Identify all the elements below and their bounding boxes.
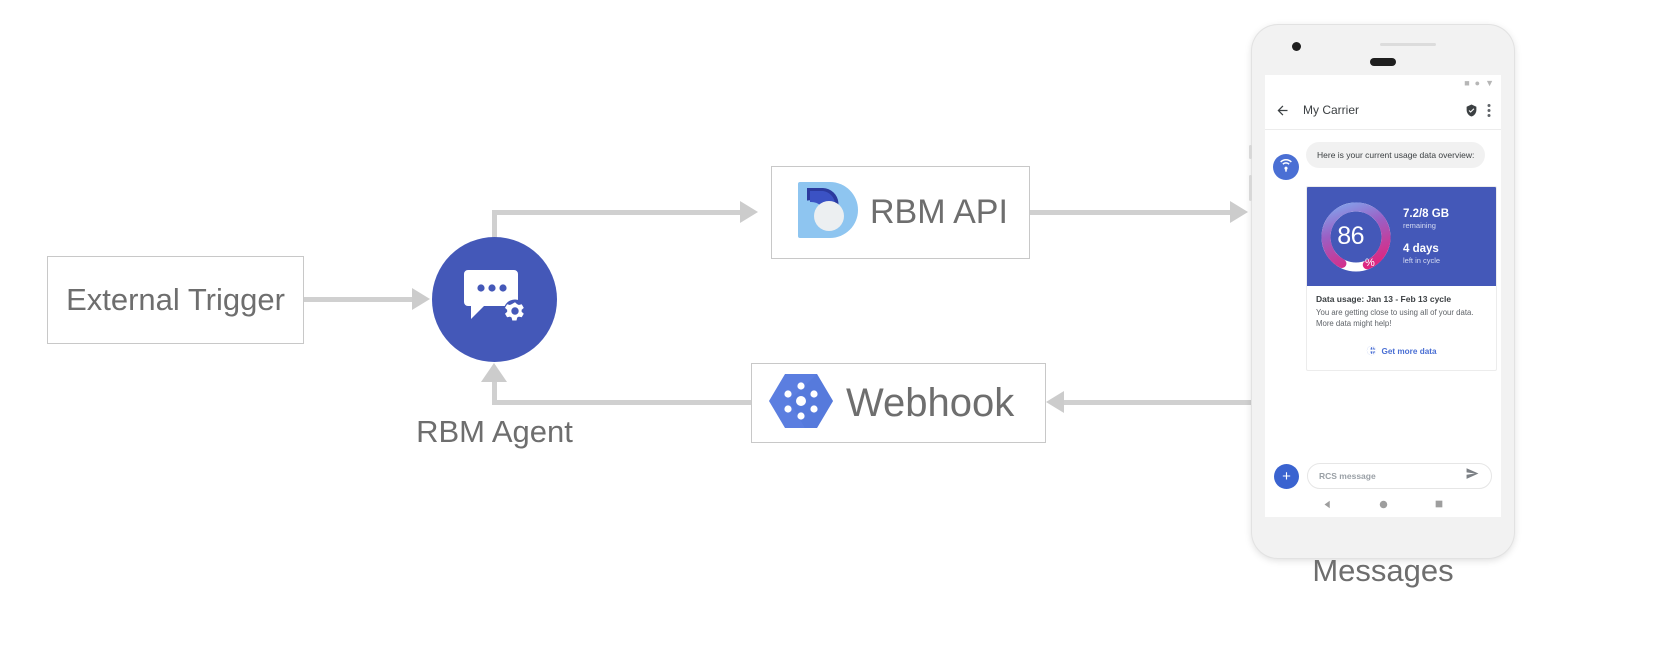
connector-webhook-up bbox=[492, 381, 497, 403]
connector-agent-up bbox=[492, 210, 497, 250]
phone-volume-button[interactable] bbox=[1249, 175, 1252, 201]
signal-icon: ■ bbox=[1464, 77, 1470, 88]
rbm-api-label: RBM API bbox=[870, 193, 1008, 231]
phone-earpiece-speaker bbox=[1370, 58, 1396, 66]
more-vert-icon[interactable] bbox=[1487, 103, 1491, 118]
phone-front-camera bbox=[1292, 42, 1301, 51]
rich-card-media: 86 % 7.2/8 GB remaining 4 days lef bbox=[1307, 187, 1496, 286]
rich-card-stats: 7.2/8 GB remaining 4 days left in cycle bbox=[1395, 208, 1486, 265]
connector-agent-to-api bbox=[492, 210, 740, 215]
node-rbm-api[interactable]: RBM API bbox=[771, 166, 1030, 259]
gauge-value: 86 bbox=[1337, 222, 1365, 250]
arrowhead-phone-to-webhook bbox=[1046, 391, 1064, 413]
nav-back-triangle-icon[interactable] bbox=[1323, 500, 1332, 509]
business-messages-icon bbox=[788, 174, 860, 251]
arrowhead-agent-to-api bbox=[740, 201, 758, 223]
wifi-icon: ● bbox=[1474, 77, 1481, 88]
app-bar-title: My Carrier bbox=[1303, 103, 1359, 117]
data-usage-gauge: 86 % bbox=[1317, 198, 1395, 276]
node-webhook[interactable]: Webhook bbox=[751, 363, 1046, 443]
data-remaining-label: remaining bbox=[1403, 221, 1436, 230]
data-remaining-value: 7.2/8 GB bbox=[1403, 207, 1450, 220]
verified-shield-icon[interactable] bbox=[1465, 104, 1478, 117]
phone-power-button[interactable] bbox=[1249, 145, 1252, 159]
arrowhead-trigger-to-agent bbox=[412, 288, 430, 310]
rcs-message-input[interactable]: RCS message bbox=[1307, 463, 1492, 489]
incoming-message-row: Here is your current usage data overview… bbox=[1273, 142, 1491, 180]
phone-screen: ■ ● ▼ My Carrier bbox=[1265, 75, 1501, 517]
back-arrow-icon[interactable] bbox=[1275, 103, 1290, 118]
message-composer: + RCS message bbox=[1265, 463, 1501, 489]
cloud-pubsub-hexagon-icon bbox=[768, 370, 834, 437]
rbm-agent-label: RBM Agent bbox=[416, 414, 573, 449]
globe-icon bbox=[1366, 343, 1377, 361]
carrier-signal-icon bbox=[1278, 157, 1294, 178]
chat-gear-icon bbox=[462, 266, 528, 333]
arrowhead-api-to-phone bbox=[1230, 201, 1248, 223]
nav-home-circle-icon[interactable] bbox=[1379, 500, 1388, 509]
phone-device: ■ ● ▼ My Carrier bbox=[1249, 25, 1514, 558]
data-remaining-stat: 7.2/8 GB remaining bbox=[1403, 208, 1486, 230]
external-trigger-label: External Trigger bbox=[66, 282, 285, 317]
arrowhead-webhook-to-agent bbox=[481, 363, 507, 382]
webhook-label: Webhook bbox=[846, 380, 1015, 425]
incoming-message-bubble: Here is your current usage data overview… bbox=[1306, 142, 1486, 169]
rich-card-title: Data usage: Jan 13 - Feb 13 cycle bbox=[1316, 294, 1452, 304]
connector-api-to-phone bbox=[1030, 210, 1230, 215]
phone-sensor-strip bbox=[1380, 43, 1436, 46]
nav-recents-square-icon[interactable] bbox=[1435, 500, 1443, 508]
get-more-data-label: Get more data bbox=[1381, 347, 1437, 357]
connector-phone-to-webhook bbox=[1064, 400, 1254, 405]
add-icon[interactable]: + bbox=[1274, 463, 1299, 489]
rcs-message-placeholder: RCS message bbox=[1319, 471, 1376, 481]
android-nav-bar bbox=[1265, 491, 1501, 517]
messages-label: Messages bbox=[1312, 553, 1454, 588]
node-external-trigger[interactable]: External Trigger bbox=[47, 256, 304, 344]
send-icon[interactable] bbox=[1465, 466, 1480, 486]
connector-webhook-to-agent bbox=[492, 400, 751, 405]
rich-card-description: You are getting close to using all of yo… bbox=[1316, 308, 1474, 329]
cycle-label: left in cycle bbox=[1403, 256, 1441, 266]
app-bar: My Carrier bbox=[1265, 91, 1501, 130]
rich-card-body: Data usage: Jan 13 - Feb 13 cycle You ar… bbox=[1307, 286, 1496, 336]
node-rbm-agent[interactable] bbox=[432, 237, 557, 362]
avatar bbox=[1273, 154, 1299, 180]
gauge-unit: % bbox=[1365, 256, 1375, 269]
cycle-value: 4 days bbox=[1403, 243, 1439, 255]
rbm-agent-circle bbox=[432, 237, 557, 362]
status-bar: ■ ● ▼ bbox=[1265, 75, 1501, 91]
rich-card[interactable]: 86 % 7.2/8 GB remaining 4 days lef bbox=[1306, 186, 1497, 371]
conversation-thread: Here is your current usage data overview… bbox=[1265, 130, 1501, 371]
get-more-data-button[interactable]: Get more data bbox=[1307, 336, 1496, 370]
battery-icon: ▼ bbox=[1485, 77, 1494, 88]
connector-trigger-to-agent bbox=[304, 297, 412, 302]
cycle-stat: 4 days left in cycle bbox=[1403, 243, 1486, 265]
gauge-readout: 86 % bbox=[1317, 198, 1395, 276]
